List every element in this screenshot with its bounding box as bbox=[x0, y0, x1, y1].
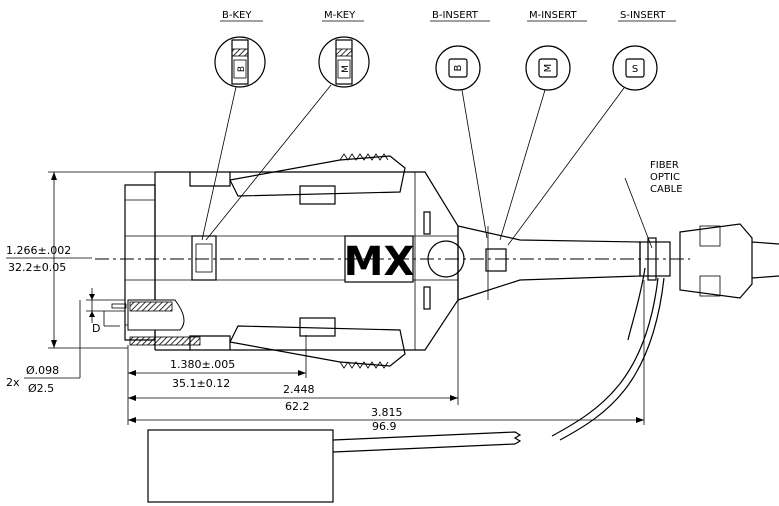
dimension-hole: 2x Ø.098 Ø2.5 bbox=[6, 300, 81, 395]
s-insert-label: S-INSERT bbox=[620, 10, 666, 21]
m-insert-label: M-INSERT bbox=[529, 10, 578, 21]
b-insert-detail: B bbox=[435, 45, 488, 239]
len2-inch: 2.448 bbox=[283, 383, 315, 396]
mx-logo-text: MX bbox=[344, 239, 415, 285]
m-key-label: M-KEY bbox=[324, 10, 356, 21]
b-key-label: B-KEY bbox=[222, 10, 252, 21]
len1-mm: 35.1±0.12 bbox=[172, 377, 230, 390]
b-key-detail: B bbox=[201, 36, 266, 241]
cable-label-line-3: CABLE bbox=[650, 184, 683, 195]
hole-mm: Ø2.5 bbox=[28, 382, 54, 395]
len1-inch: 1.380±.005 bbox=[170, 358, 235, 371]
s-insert-letter: S bbox=[632, 64, 638, 75]
hole-inch: Ø.098 bbox=[26, 364, 59, 377]
dimension-len1: 1.380±.005 35.1±0.12 bbox=[127, 335, 307, 425]
d-label: D bbox=[92, 322, 100, 335]
len3-inch: 3.815 bbox=[371, 406, 403, 419]
cable-end-box bbox=[147, 429, 522, 503]
cable-boot bbox=[457, 177, 779, 441]
fiber-cable-label: FIBER OPTIC CABLE bbox=[650, 160, 683, 195]
dimension-len3: 3.815 96.9 bbox=[128, 280, 645, 433]
cable-label-line-2: OPTIC bbox=[650, 172, 680, 183]
height-mm: 32.2±0.05 bbox=[8, 261, 66, 274]
dimension-height: 1.266±.002 32.2±0.05 bbox=[6, 171, 155, 349]
b-insert-letter: B bbox=[453, 64, 464, 71]
height-inch: 1.266±.002 bbox=[6, 244, 71, 257]
cable-label-line-1: FIBER bbox=[650, 160, 679, 171]
m-key-detail: M bbox=[205, 36, 370, 241]
len3-mm: 96.9 bbox=[372, 420, 397, 433]
b-insert-label: B-INSERT bbox=[432, 10, 479, 21]
m-insert-detail: M bbox=[499, 45, 571, 241]
len2-mm: 62.2 bbox=[285, 400, 310, 413]
s-insert-detail: S bbox=[507, 45, 658, 246]
m-key-letter: M bbox=[341, 65, 351, 73]
callout-labels: B-KEY M-KEY B-INSERT M-INSERT S-INSERT bbox=[220, 10, 676, 22]
dimension-len2: 2.448 62.2 bbox=[128, 300, 459, 413]
hole-prefix: 2x bbox=[6, 376, 20, 389]
b-key-letter: B bbox=[237, 66, 247, 72]
m-insert-letter: M bbox=[543, 64, 554, 73]
dimension-d: D bbox=[86, 288, 127, 335]
mx-logo: MX bbox=[344, 235, 415, 285]
